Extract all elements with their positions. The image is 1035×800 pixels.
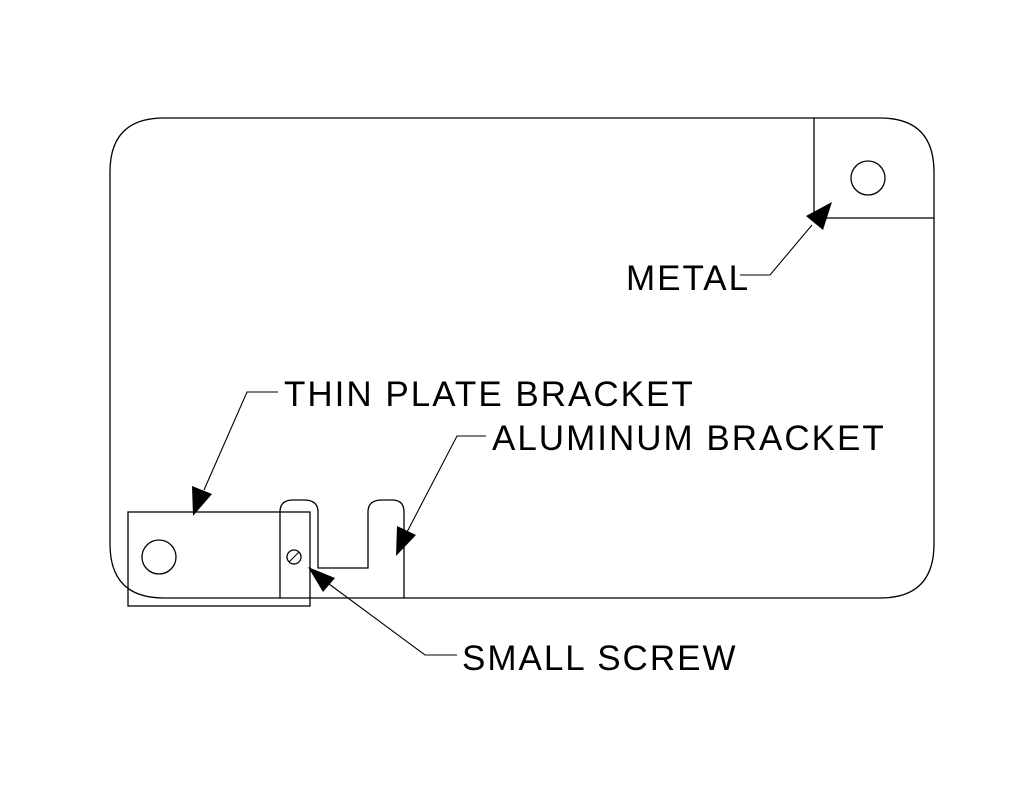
aluminum-bracket [279, 499, 405, 598]
metal-leader [740, 202, 832, 276]
label-thin-plate-bracket: THIN PLATE BRACKET [284, 375, 695, 414]
aluminum-bracket-leader [396, 435, 486, 556]
label-small-screw: SMALL SCREW [462, 639, 737, 678]
metal-corner-piece [813, 118, 934, 219]
thin-plate-bracket-leader [192, 391, 278, 516]
small-screw [286, 549, 302, 565]
metal-panel-outline [109, 117, 935, 599]
small-screw-leader [308, 567, 457, 656]
label-aluminum-bracket: ALUMINUM BRACKET [492, 419, 886, 458]
thin-plate-hole [141, 539, 177, 575]
label-metal: METAL [626, 259, 750, 298]
thin-plate-bracket [127, 511, 311, 607]
metal-corner-hole [850, 160, 886, 196]
